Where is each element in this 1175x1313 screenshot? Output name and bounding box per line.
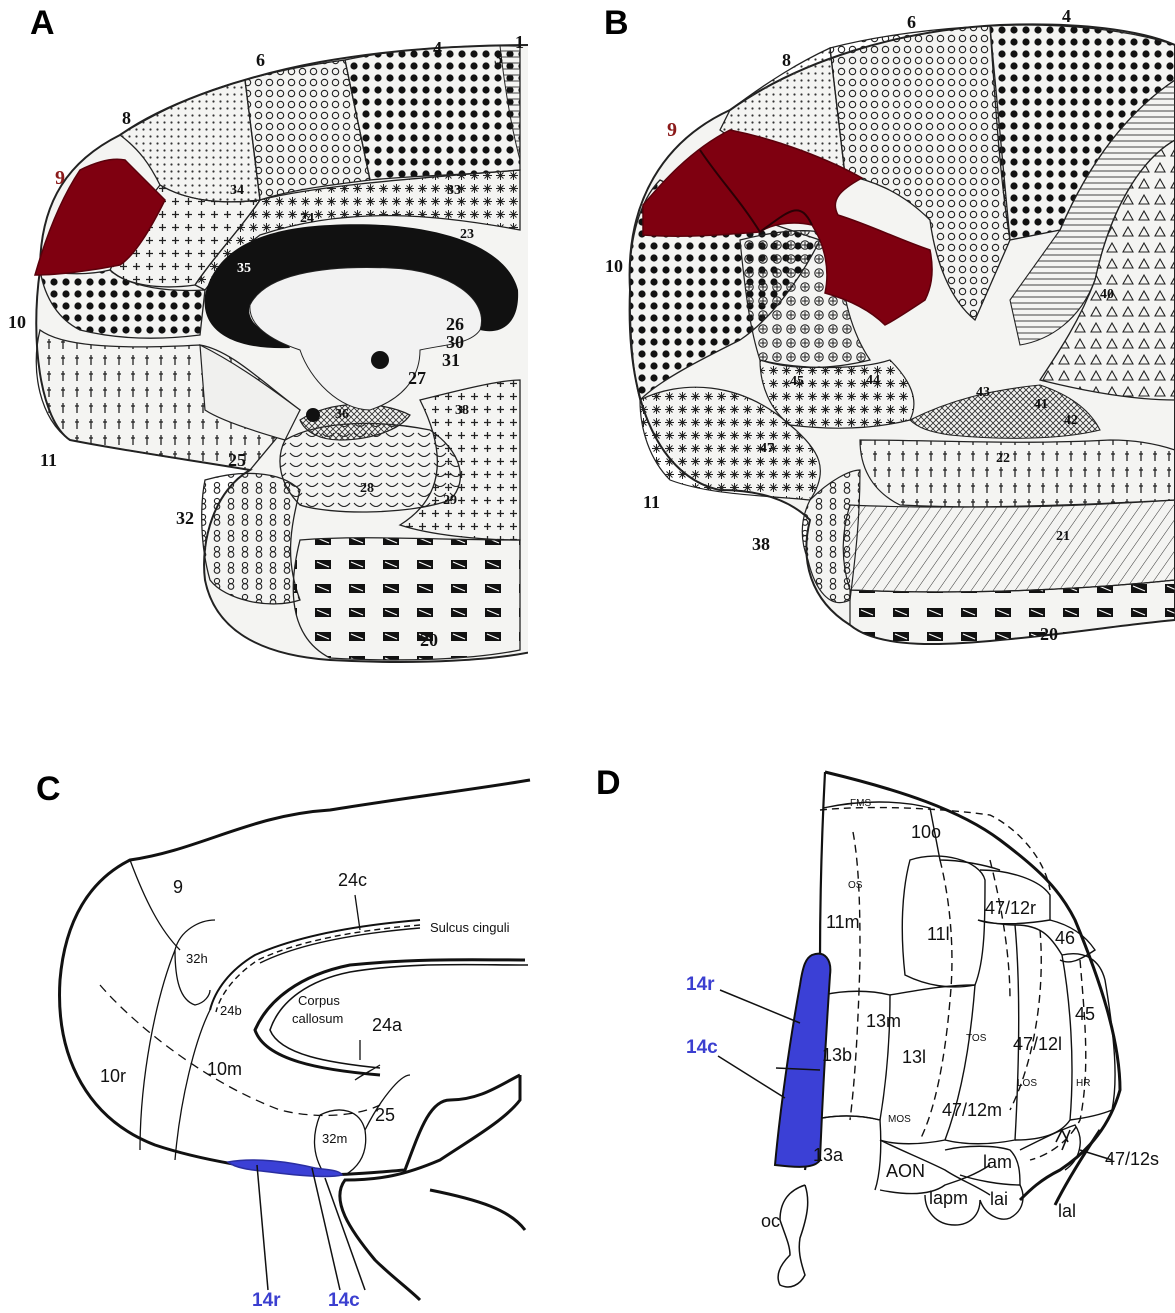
panel-c-label-9: 9: [173, 877, 183, 897]
panel-d-label-lapm: lapm: [929, 1188, 968, 1208]
panel-d-label-lal: lal: [1058, 1201, 1076, 1221]
panel-a-label-20: 20: [420, 630, 438, 650]
panel-d-label-11m: 11m: [826, 912, 860, 932]
panel-c-label-callosum: callosum: [292, 1011, 343, 1026]
panel-c-label-10m: 10m: [207, 1059, 242, 1079]
panel-a-commissure-dot: [306, 408, 320, 422]
panel-c-label-sulcus-cinguli: Sulcus cinguli: [430, 920, 510, 935]
panel-a-label-35: 38: [455, 403, 469, 418]
panel-d-label-fms: FMS: [850, 798, 871, 809]
panel-d-callout-14r: 14r: [686, 974, 715, 995]
panel-a-label-6: 6: [256, 50, 265, 70]
panel-b-label-47: 47: [760, 441, 774, 456]
panel-d-label-13l: 13l: [902, 1047, 926, 1067]
panel-c-label-32m: 32m: [322, 1131, 347, 1146]
panel-b-label-10: 10: [605, 256, 623, 276]
panel-a-label-11: 11: [40, 450, 57, 470]
panel-b-area-44-45: [760, 360, 914, 428]
panel-a-label-25: 25: [228, 450, 246, 470]
panel-c-label-24c: 24c: [338, 870, 367, 890]
panel-b-label-20: 20: [1040, 624, 1058, 644]
panel-a-foramen-dot: [371, 351, 389, 369]
panel-a-label-31: 33: [447, 183, 461, 198]
panel-d-label-47-12m: 47/12m: [942, 1100, 1002, 1120]
panel-d-label-aon: AON: [886, 1161, 925, 1181]
panel-d-label-los: LOS: [1017, 1078, 1037, 1089]
panel-a-area-20: [293, 538, 520, 660]
panel-a-label-26: 26: [446, 314, 464, 334]
panel-c-label-24a: 24a: [372, 1015, 403, 1035]
panel-c-labels: 9 24c Sulcus cinguli 32h Corpus callosum…: [100, 870, 510, 1311]
panel-a-label-38: 32: [176, 508, 194, 528]
panel-d-label-lam: lam: [983, 1152, 1012, 1172]
panel-d-label-13b: 13b: [822, 1045, 852, 1065]
panel-a-label-24: 24: [300, 211, 314, 226]
panel-c-label-32h: 32h: [186, 951, 208, 966]
panel-b-label-8: 8: [782, 50, 791, 70]
panel-d-label-tos: TOS: [966, 1033, 987, 1044]
panel-b-label-38: 38: [752, 534, 770, 554]
panel-d-label-45: 45: [1075, 1004, 1095, 1024]
panel-a-label-33: 35: [237, 261, 251, 276]
panel-b-label-11: 11: [643, 492, 660, 512]
panel-b-label-22: 22: [996, 451, 1010, 466]
panel-c-label-10r: 10r: [100, 1066, 126, 1086]
panel-d-label-oc: oc: [761, 1211, 780, 1231]
panel-a-label-36: 29: [443, 493, 457, 508]
panel-b-label-41: 41: [1034, 397, 1048, 412]
panel-a-area-38: [202, 473, 300, 603]
panel-b-label-21: 21: [1056, 529, 1070, 544]
panel-c-label-24b: 24b: [220, 1003, 242, 1018]
panel-c-callout-14c: 14c: [328, 1290, 360, 1311]
panel-d-label-47-12l: 47/12l: [1013, 1034, 1062, 1054]
panel-d-label-mos: MOS: [888, 1114, 911, 1125]
panel-d-label-47-12r: 47/12r: [985, 898, 1036, 918]
panel-b-label-43: 43: [976, 385, 990, 400]
panel-d-label-47-12s: 47/12s: [1105, 1149, 1159, 1169]
panel-b-label-6: 6: [907, 12, 916, 32]
panel-d-label-46: 46: [1055, 928, 1075, 948]
panel-a-medial-brain: 4 3 1 6 8 9 10 11 34 24 33 23 35 26 30 3…: [8, 32, 540, 662]
panel-a-label-32: 34: [230, 183, 244, 198]
panel-d-label-11l: 11l: [927, 924, 950, 944]
panel-c-label-25: 25: [375, 1105, 395, 1125]
panel-b-area-22: [860, 440, 1175, 507]
panel-a-label-30: 31: [442, 350, 460, 370]
panel-b-label-4: 4: [1062, 6, 1071, 26]
panel-a-label-4: 4: [433, 38, 442, 58]
panel-b-lateral-brain: 4 6 8 9 10 11 45 44 47 43 41 42 40 22 21…: [605, 6, 1175, 644]
panel-a-label-3: 3: [494, 48, 503, 68]
panel-d-label-hr: HR: [1076, 1078, 1090, 1089]
panel-a-label-10: 10: [8, 312, 26, 332]
panel-b-label-44: 44: [866, 373, 880, 388]
panel-d-callout-14c: 14c: [686, 1037, 718, 1058]
panel-b-label-42: 42: [1064, 413, 1078, 428]
panel-d-label-13a: 13a: [813, 1145, 844, 1165]
panel-a-label-23: 23: [460, 227, 474, 242]
panel-c-area-14-highlight: [228, 1160, 342, 1176]
panel-d-labels: FMS 10o OS 11m 11l 47/12r 46 13m 13b 13l…: [686, 798, 1159, 1231]
panel-a-label-29: 30: [446, 332, 464, 352]
panel-c-outer-contour: [60, 780, 530, 1175]
panel-a-label-1: 1: [515, 32, 524, 52]
panel-b-area-21: [843, 500, 1175, 592]
panel-d-label-10o: 10o: [911, 822, 941, 842]
panel-b-label-40: 40: [1100, 287, 1114, 302]
panel-a-label-9: 9: [55, 167, 65, 189]
panel-d-label-13m: 13m: [866, 1011, 901, 1031]
panel-a-label-8: 8: [122, 108, 131, 128]
panel-a-label-34: 36: [335, 407, 349, 422]
panel-a-label-28: 28: [360, 481, 374, 496]
panel-b-label-9: 9: [667, 119, 677, 141]
panel-a-label-27: 27: [408, 368, 426, 388]
panel-b-label-45: 45: [790, 374, 804, 389]
panel-c-medial-schematic: [60, 780, 530, 1300]
panel-d-label-os: OS: [848, 880, 863, 891]
panel-d-label-lai: lai: [990, 1189, 1008, 1209]
panel-c-callout-14r: 14r: [252, 1290, 281, 1311]
panel-c-label-corpus: Corpus: [298, 993, 340, 1008]
